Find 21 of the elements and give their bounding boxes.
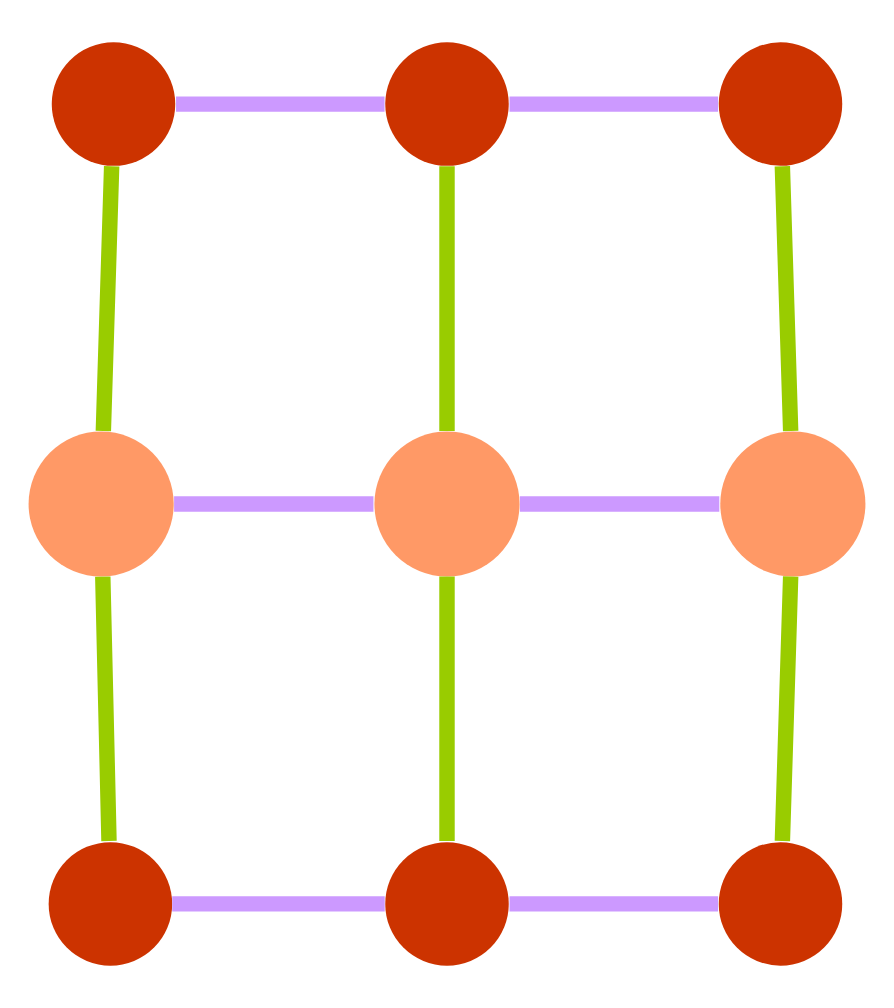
node-circle: [385, 42, 509, 166]
connector: [172, 896, 385, 912]
node-circle: [718, 42, 843, 166]
connector: [439, 576, 455, 841]
connector: [176, 96, 385, 112]
connector: [174, 496, 374, 512]
connector: [95, 576, 117, 842]
node-circle: [385, 842, 509, 966]
connector: [509, 96, 719, 112]
connector: [509, 896, 719, 912]
connector: [774, 165, 799, 432]
connector: [95, 165, 120, 432]
node-circle: [48, 842, 173, 966]
node-circle: [28, 431, 174, 577]
node-circle: [51, 42, 176, 166]
node-circle: [374, 431, 520, 577]
node-circle: [718, 842, 843, 966]
connector: [774, 576, 799, 842]
connector: [439, 166, 455, 431]
connector: [519, 496, 720, 512]
node-circle: [720, 431, 866, 577]
